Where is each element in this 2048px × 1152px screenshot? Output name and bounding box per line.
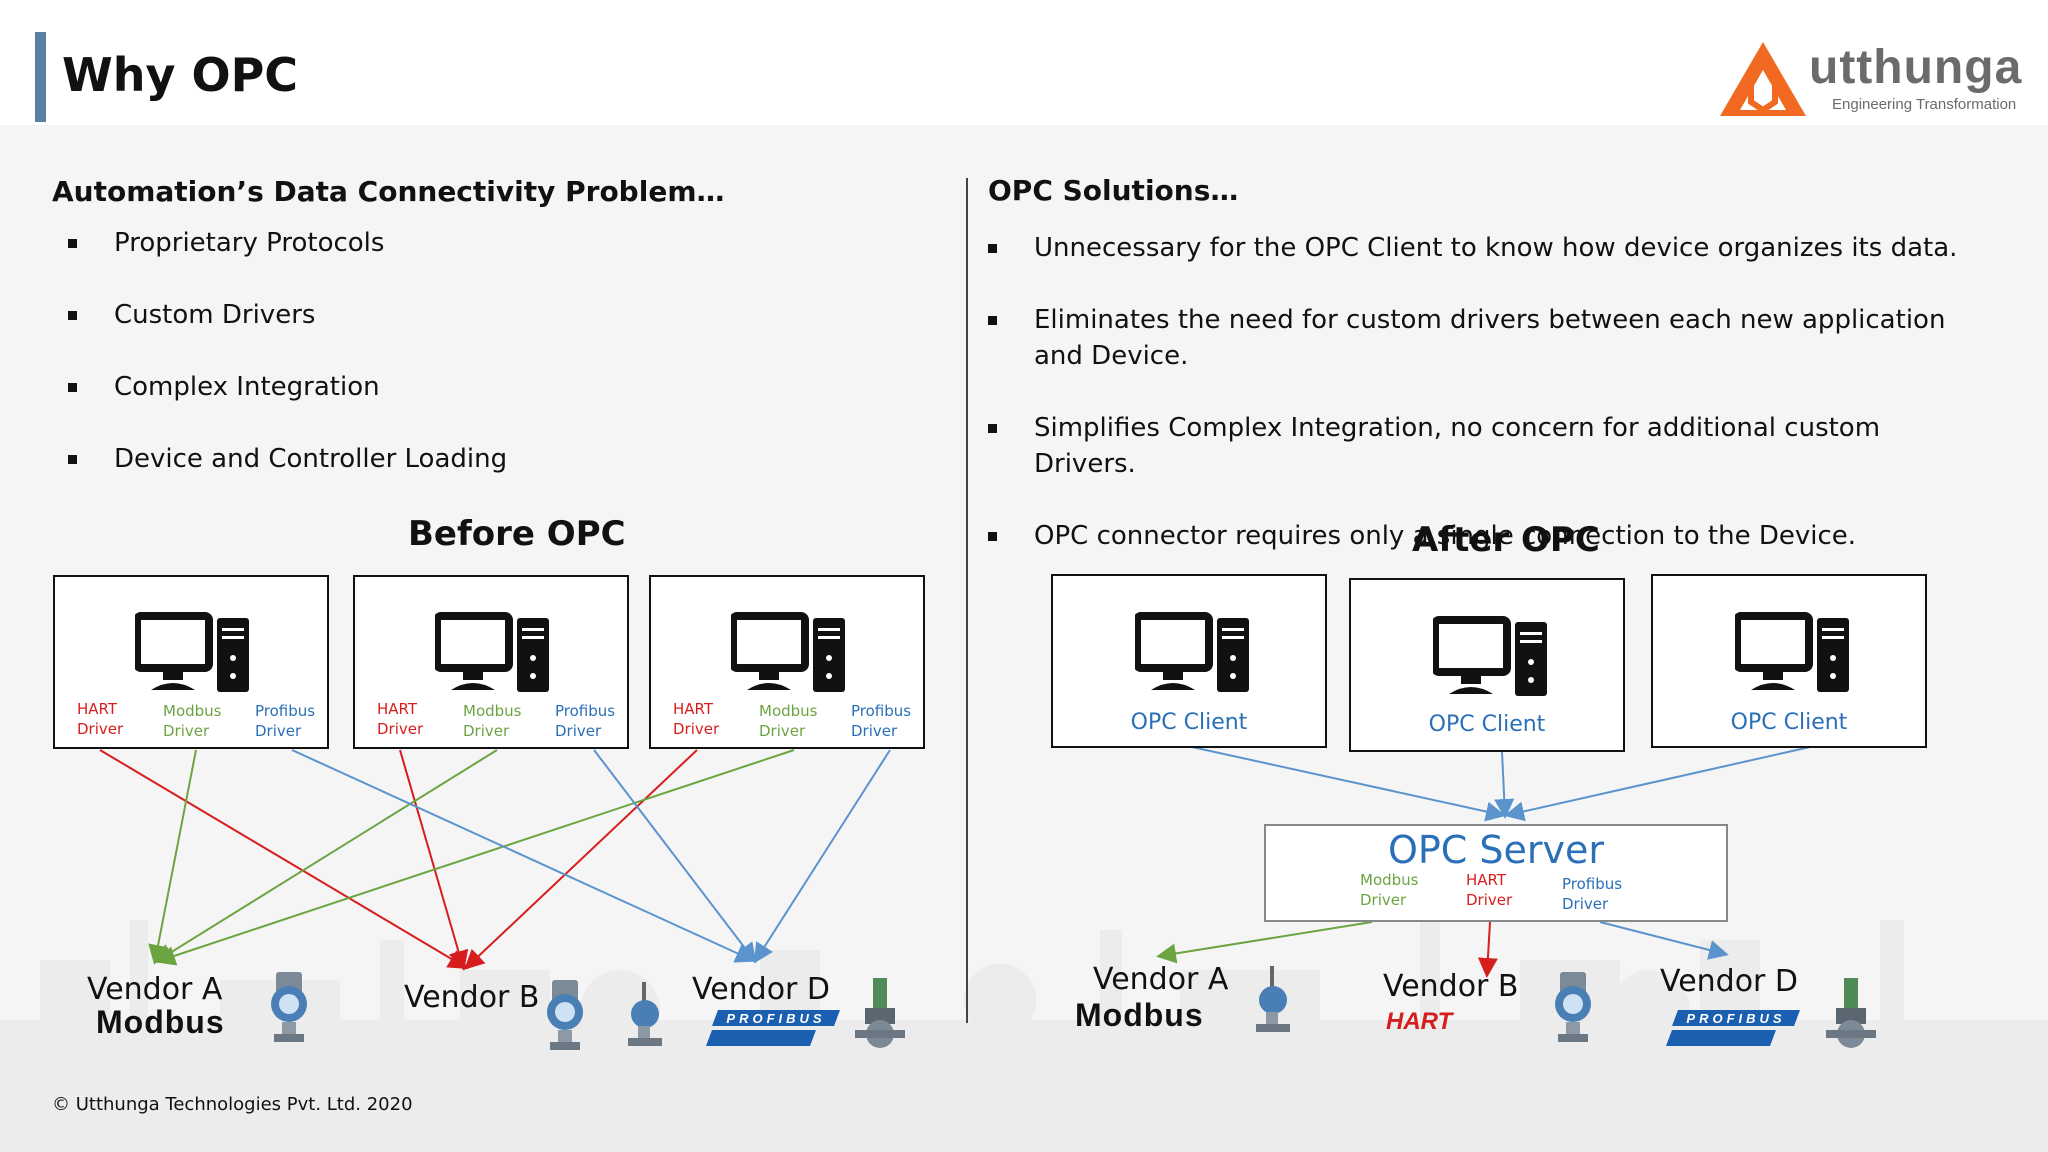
bullet-square-icon <box>68 239 77 248</box>
hart-connection-line <box>464 749 698 970</box>
solutions-heading: OPC Solutions… <box>988 174 1239 207</box>
computer-icon <box>1135 612 1249 692</box>
vendor-b-label: Vendor B <box>404 980 540 1015</box>
bullet-square-icon <box>988 244 997 253</box>
vendor-a-label: Vendor A <box>1093 962 1229 997</box>
computer-icon <box>1735 612 1849 692</box>
column-divider <box>966 178 968 1023</box>
vendor-b-label: Vendor B <box>1383 969 1519 1004</box>
computer-icon <box>1433 616 1547 696</box>
bullet-item: OPC connector requires only a single con… <box>988 518 1988 554</box>
utthunga-logo-icon <box>1720 42 1806 116</box>
wireless-transmitter-icon <box>628 982 662 1046</box>
title-accent-bar <box>35 32 46 122</box>
wireless-transmitter-icon <box>1256 966 1290 1032</box>
bullet-item: Device and Controller Loading <box>68 441 507 477</box>
copyright-footer: © Utthunga Technologies Pvt. Ltd. 2020 <box>52 1094 413 1115</box>
vendor-a-label: Vendor A <box>87 972 223 1007</box>
bullet-square-icon <box>988 424 997 433</box>
opc-client-label: OPC Client <box>1730 710 1848 735</box>
bullet-square-icon <box>68 383 77 392</box>
opc-client-box: OPC Client <box>1349 578 1625 752</box>
computer-icon <box>135 612 249 692</box>
hart-connection-line <box>1477 921 1498 978</box>
logo-wordmark: utthunga <box>1809 41 2023 94</box>
bullet-item: Eliminates the need for custom drivers b… <box>988 302 1988 374</box>
before-opc-title: Before OPC <box>408 514 626 554</box>
profibus-logo: PROFIBUS <box>706 1010 840 1046</box>
modbus-connection-line <box>148 749 197 965</box>
pressure-transmitter-icon <box>1555 972 1591 1042</box>
modbus-connection-line <box>153 749 498 964</box>
modbus-connection-line <box>155 749 795 966</box>
profibus-logo: PROFIBUS <box>1666 1010 1800 1046</box>
bullet-item: Complex Integration <box>68 369 507 405</box>
bullet-square-icon <box>988 316 997 325</box>
problem-heading: Automation’s Data Connectivity Problem… <box>52 175 725 208</box>
client-server-line <box>1494 751 1515 819</box>
company-logo: utthunga Engineering Transformation <box>1718 40 2021 120</box>
valve-actuator-icon <box>855 978 905 1048</box>
opc-client-label: OPC Client <box>1428 712 1546 737</box>
bullet-item: Simplifies Complex Integration, no conce… <box>988 410 1988 482</box>
hart-connection-line <box>99 749 469 970</box>
bullet-item: Proprietary Protocols <box>68 225 507 261</box>
modbus-connection-line <box>1156 921 1373 964</box>
bullet-item: Unnecessary for the OPC Client to know h… <box>988 230 1988 266</box>
pressure-transmitter-icon <box>547 980 583 1050</box>
pressure-transmitter-icon <box>271 972 307 1042</box>
client-server-line <box>1504 746 1811 822</box>
bullet-item: Custom Drivers <box>68 297 507 333</box>
computer-icon <box>435 612 549 692</box>
vendor-d-label: Vendor D <box>1660 964 1799 999</box>
after-opc-title: After OPC <box>1412 520 1600 560</box>
hart-logo: HART <box>1386 1008 1453 1035</box>
page-title: Why OPC <box>62 48 299 102</box>
bullet-square-icon <box>988 532 997 541</box>
bullet-square-icon <box>68 455 77 464</box>
svg-text:PROFIBUS: PROFIBUS <box>726 1011 825 1026</box>
profibus-connection-line <box>753 749 891 964</box>
computer-icon <box>731 612 845 692</box>
client-server-line <box>1191 746 1506 822</box>
modbus-logo: Modbus <box>1075 997 1204 1033</box>
profibus-connection-line <box>1599 921 1729 960</box>
bullet-square-icon <box>68 311 77 320</box>
svg-text:PROFIBUS: PROFIBUS <box>1686 1011 1785 1026</box>
valve-actuator-icon <box>1826 978 1876 1048</box>
modbus-logo: Modbus <box>96 1004 225 1040</box>
logo-tagline: Engineering Transformation <box>1832 96 2017 113</box>
profibus-connection-line <box>593 749 757 964</box>
solutions-bullet-list: Unnecessary for the OPC Client to know h… <box>988 230 1988 554</box>
hart-connection-line <box>399 749 469 971</box>
vendor-d-label: Vendor D <box>692 972 831 1007</box>
opc-server-title: OPC Server <box>1387 828 1605 872</box>
opc-client-box: OPC Client <box>1051 574 1327 748</box>
opc-client-label: OPC Client <box>1130 710 1248 735</box>
profibus-connection-line <box>291 749 756 963</box>
opc-client-box: OPC Client <box>1651 574 1927 748</box>
problem-bullet-list: Proprietary Protocols Custom Drivers Com… <box>68 225 507 477</box>
